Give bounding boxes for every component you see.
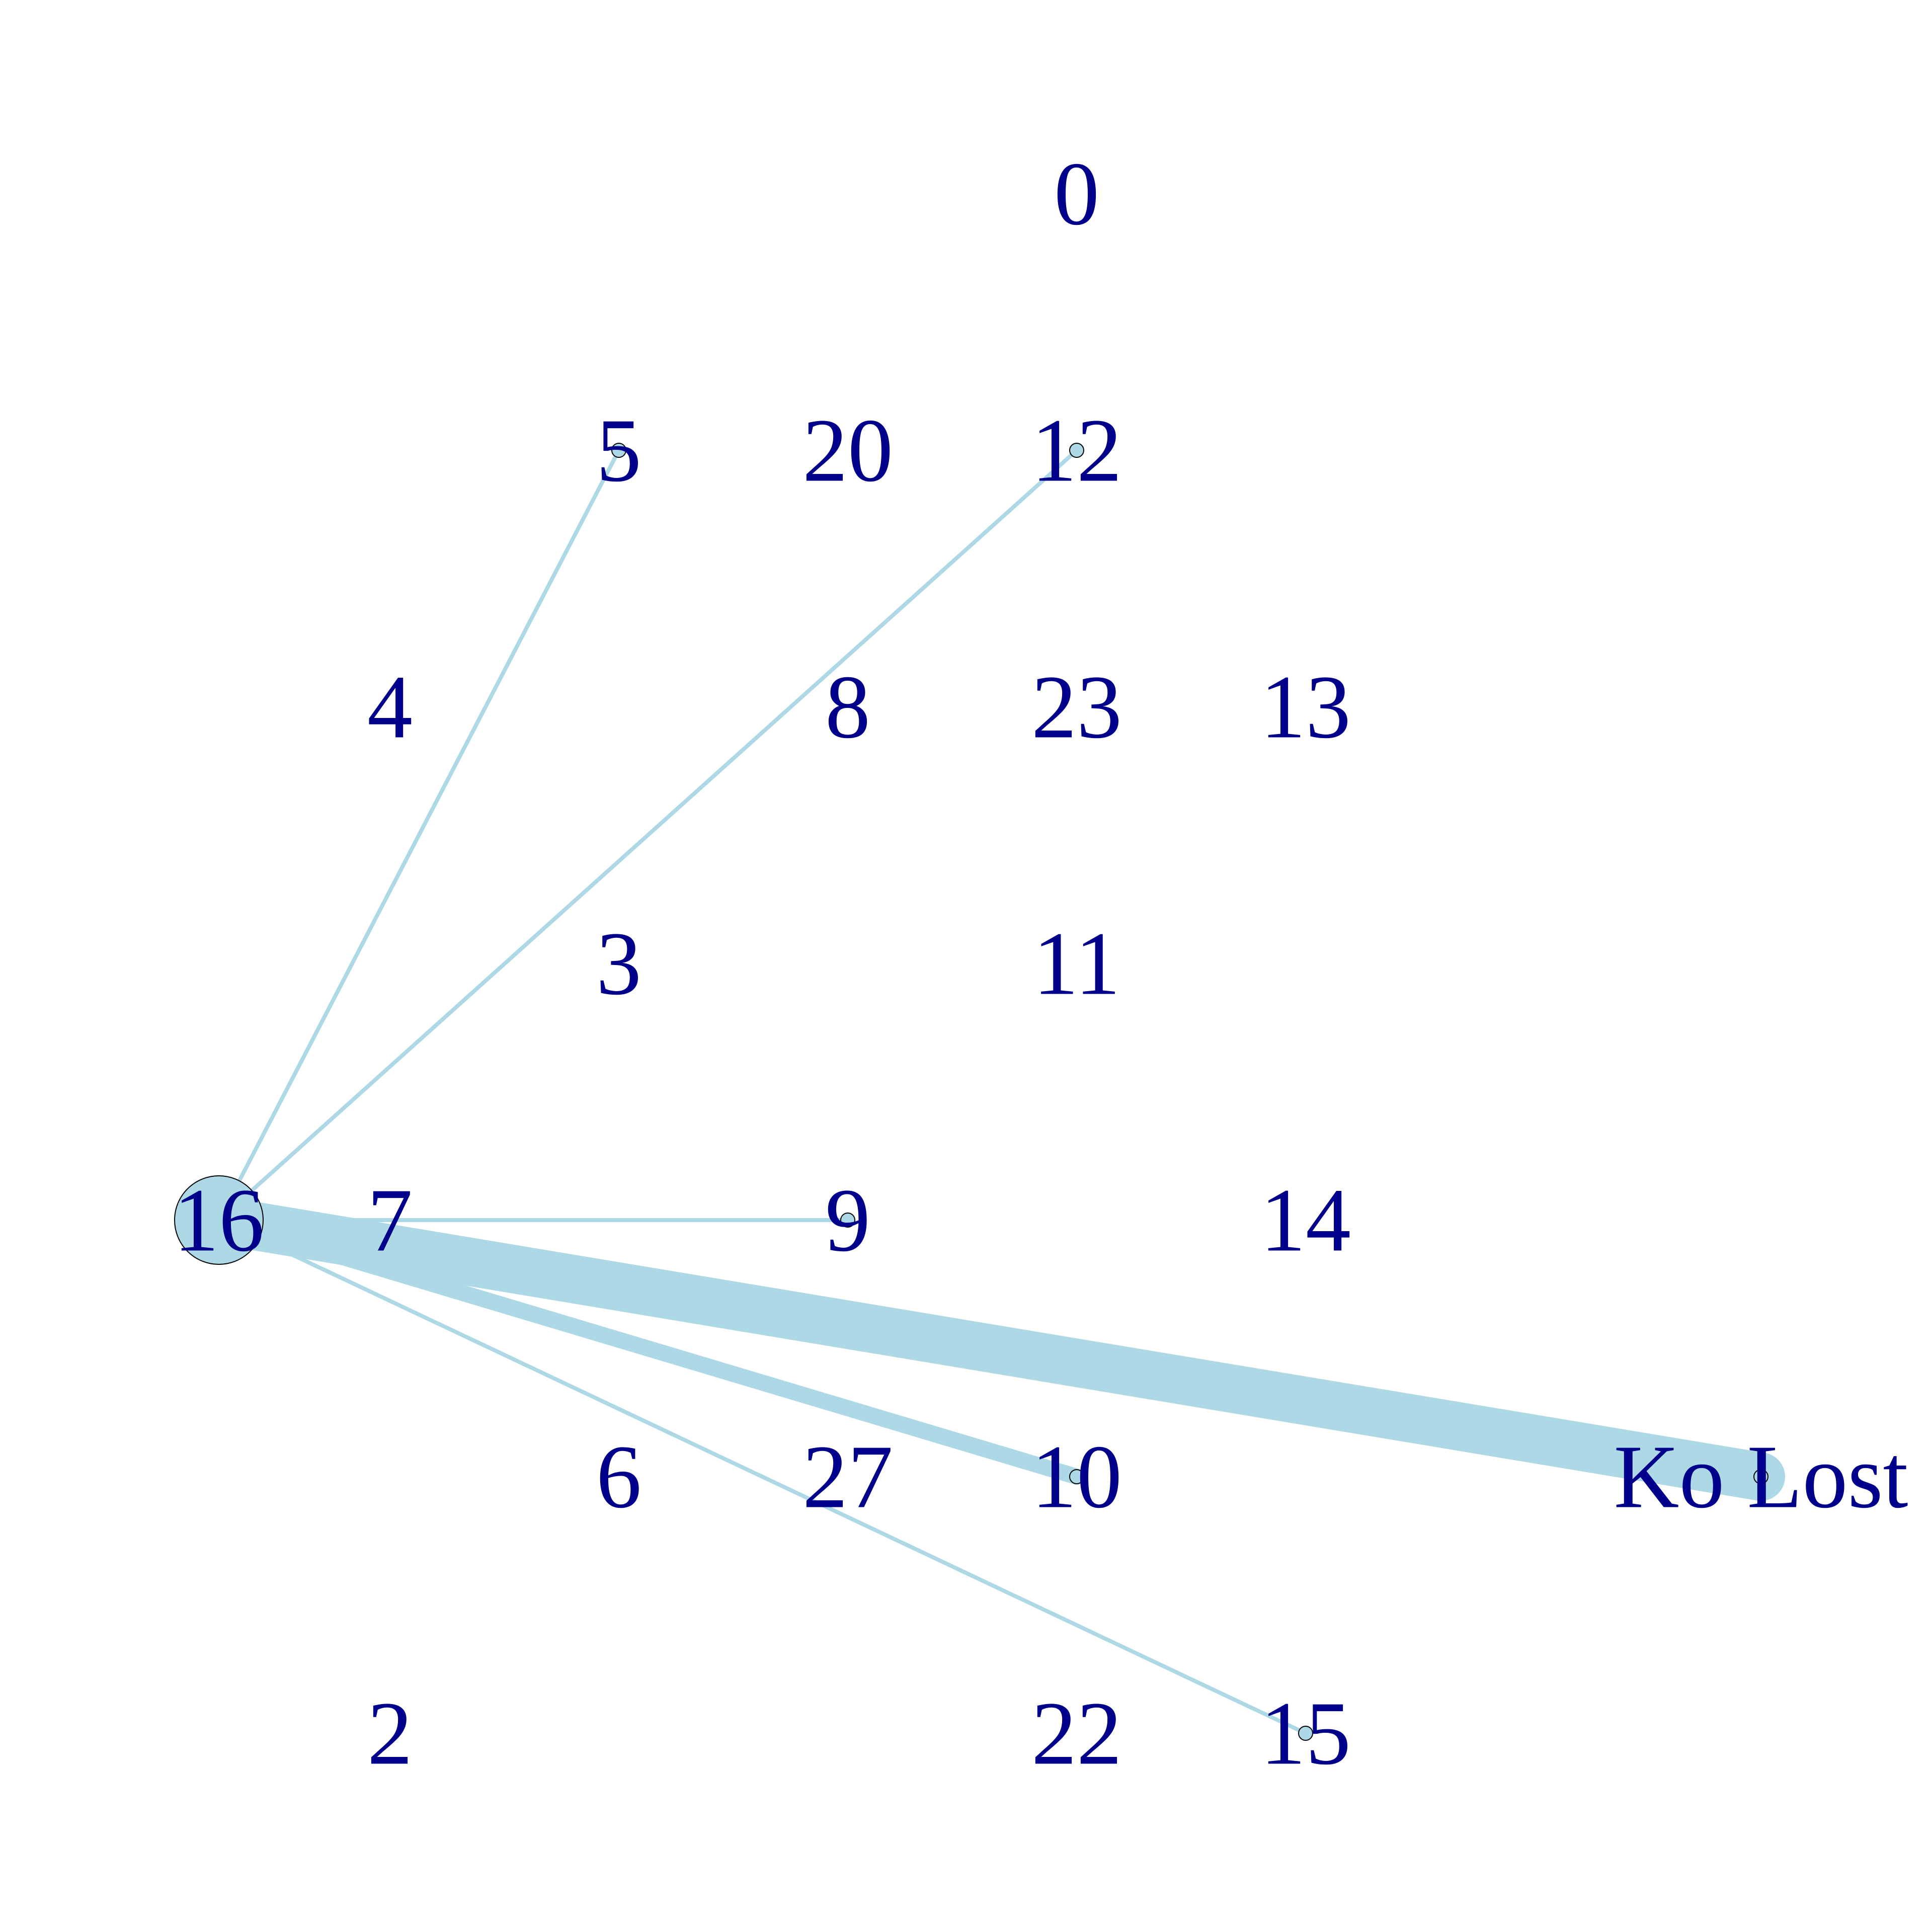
node-label-2: 2	[367, 1683, 413, 1784]
edge-16-ko-lost	[195, 1196, 1785, 1501]
node-label-8: 8	[825, 657, 870, 757]
node-label-9: 9	[825, 1170, 870, 1270]
node-circle-15	[1298, 1726, 1313, 1741]
node-circle-10	[1069, 1469, 1084, 1484]
node-circle-5	[611, 443, 626, 458]
node-label-12: 12	[1031, 400, 1122, 501]
node-circle-ko-lost	[1753, 1469, 1768, 1484]
node-label-ko-lost: Ko Lost	[1614, 1427, 1908, 1527]
node-label-15: 15	[1260, 1683, 1351, 1784]
node-label-23: 23	[1031, 657, 1122, 757]
node-circle-9	[840, 1213, 855, 1228]
node-label-10: 10	[1031, 1427, 1122, 1527]
node-label-11: 11	[1033, 914, 1120, 1014]
edge-16-12	[217, 448, 1079, 1222]
node-label-7: 7	[367, 1170, 413, 1270]
node-label-13: 13	[1260, 657, 1351, 757]
node-circle-16	[174, 1175, 264, 1265]
node-label-27: 27	[802, 1427, 893, 1527]
node-label-14: 14	[1260, 1170, 1351, 1270]
edges-layer	[195, 448, 1785, 1735]
node-label-5: 5	[596, 400, 641, 501]
node-label-20: 20	[802, 400, 893, 501]
node-label-3: 3	[596, 914, 641, 1014]
edge-16-15	[217, 1218, 1308, 1735]
edge-16-5	[217, 448, 621, 1222]
node-label-6: 6	[596, 1427, 641, 1527]
node-label-16: 16	[174, 1170, 264, 1270]
node-label-22: 22	[1031, 1683, 1122, 1784]
node-label-4: 4	[367, 657, 413, 757]
nodes-layer	[174, 443, 1768, 1741]
node-label-0: 0	[1054, 144, 1099, 244]
node-circle-12	[1069, 443, 1084, 458]
